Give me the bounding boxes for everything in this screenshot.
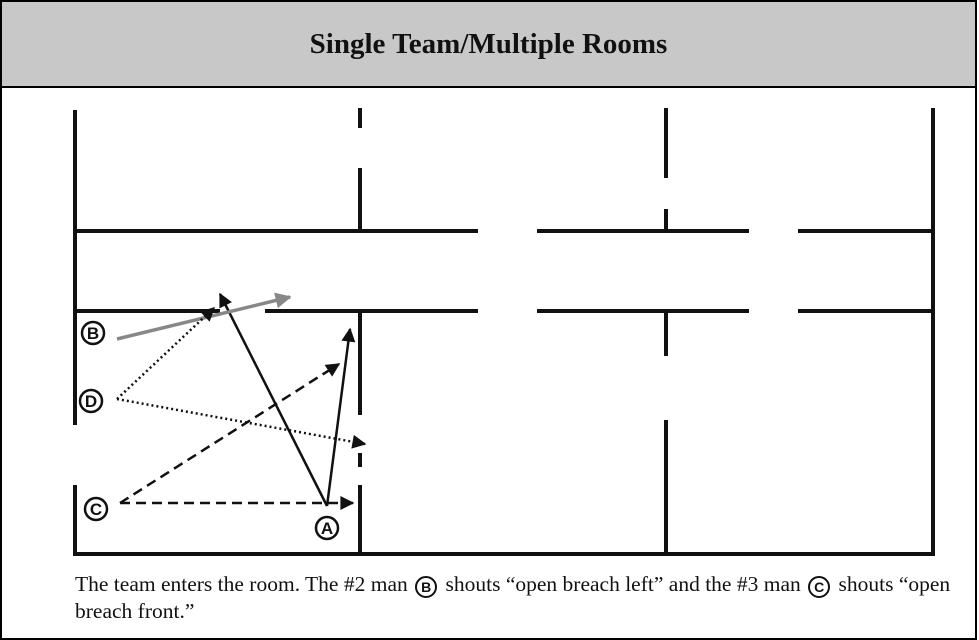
label-d-text: D — [85, 392, 97, 411]
position-b: B — [80, 320, 106, 346]
figure-title: Single Team/Multiple Rooms — [309, 27, 668, 60]
path-d-up — [116, 307, 216, 400]
walls — [73, 108, 935, 556]
badge-c-icon: C — [808, 576, 831, 598]
label-b-text: B — [87, 324, 99, 343]
path-b — [116, 292, 292, 341]
position-d: D — [78, 388, 104, 414]
caption-part-4: shouts “open breach front.” — [75, 572, 951, 623]
label-d-circle — [78, 388, 104, 414]
movement-paths — [116, 292, 367, 510]
label-b-circle — [80, 320, 106, 346]
caption-part-2: shouts “open breach left” and the #3 — [445, 572, 759, 596]
path-a-to-right — [325, 327, 356, 507]
position-c: C — [83, 496, 109, 522]
position-a: A — [314, 515, 340, 541]
label-c-text: C — [90, 500, 102, 519]
path-c-diagonal — [119, 362, 341, 505]
path-d-right — [116, 397, 367, 449]
title-bar: Single Team/Multiple Rooms — [2, 2, 975, 88]
label-a-circle — [314, 515, 340, 541]
caption: The team enters the room. The #2 man B s… — [75, 571, 955, 625]
badge-b-icon: B — [415, 576, 438, 598]
path-a-to-hall — [218, 292, 329, 507]
label-a-text: A — [321, 519, 333, 538]
caption-part-1: The team enters the room. The #2 man — [75, 572, 408, 596]
caption-part-3: man — [763, 572, 801, 596]
label-c-circle — [83, 496, 109, 522]
